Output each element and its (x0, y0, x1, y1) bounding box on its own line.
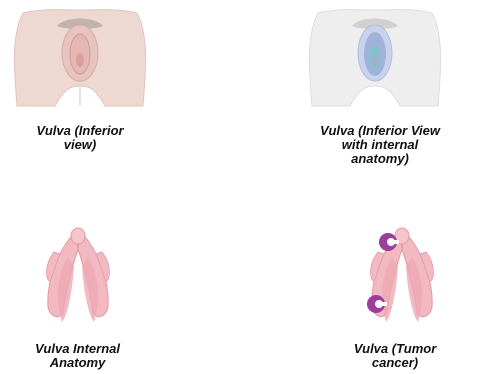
panel-vulva-inferior-internal (300, 8, 450, 108)
panel-vulva-tumor (352, 222, 452, 327)
vaginal-opening (76, 53, 84, 67)
caption-vulva-inferior: Vulva (Inferior view) (20, 124, 140, 152)
caption-vulva-internal: Vulva Internal Anatomy (15, 342, 140, 370)
caption-vulva-tumor: Vulva (Tumor cancer) (335, 342, 455, 370)
caption-vulva-inferior-internal: Vulva (Inferior View with internal anato… (305, 124, 455, 166)
internal-structure-core (373, 55, 377, 67)
vulva-inferior-illustration (5, 8, 155, 108)
vulva-internal-view-illustration (300, 8, 450, 108)
panel-vulva-internal (28, 222, 128, 327)
panel-vulva-inferior (5, 8, 155, 108)
clitoral-structure-tumor-illustration (352, 222, 452, 327)
glans (71, 228, 85, 244)
clitoral-structure-illustration (28, 222, 128, 327)
